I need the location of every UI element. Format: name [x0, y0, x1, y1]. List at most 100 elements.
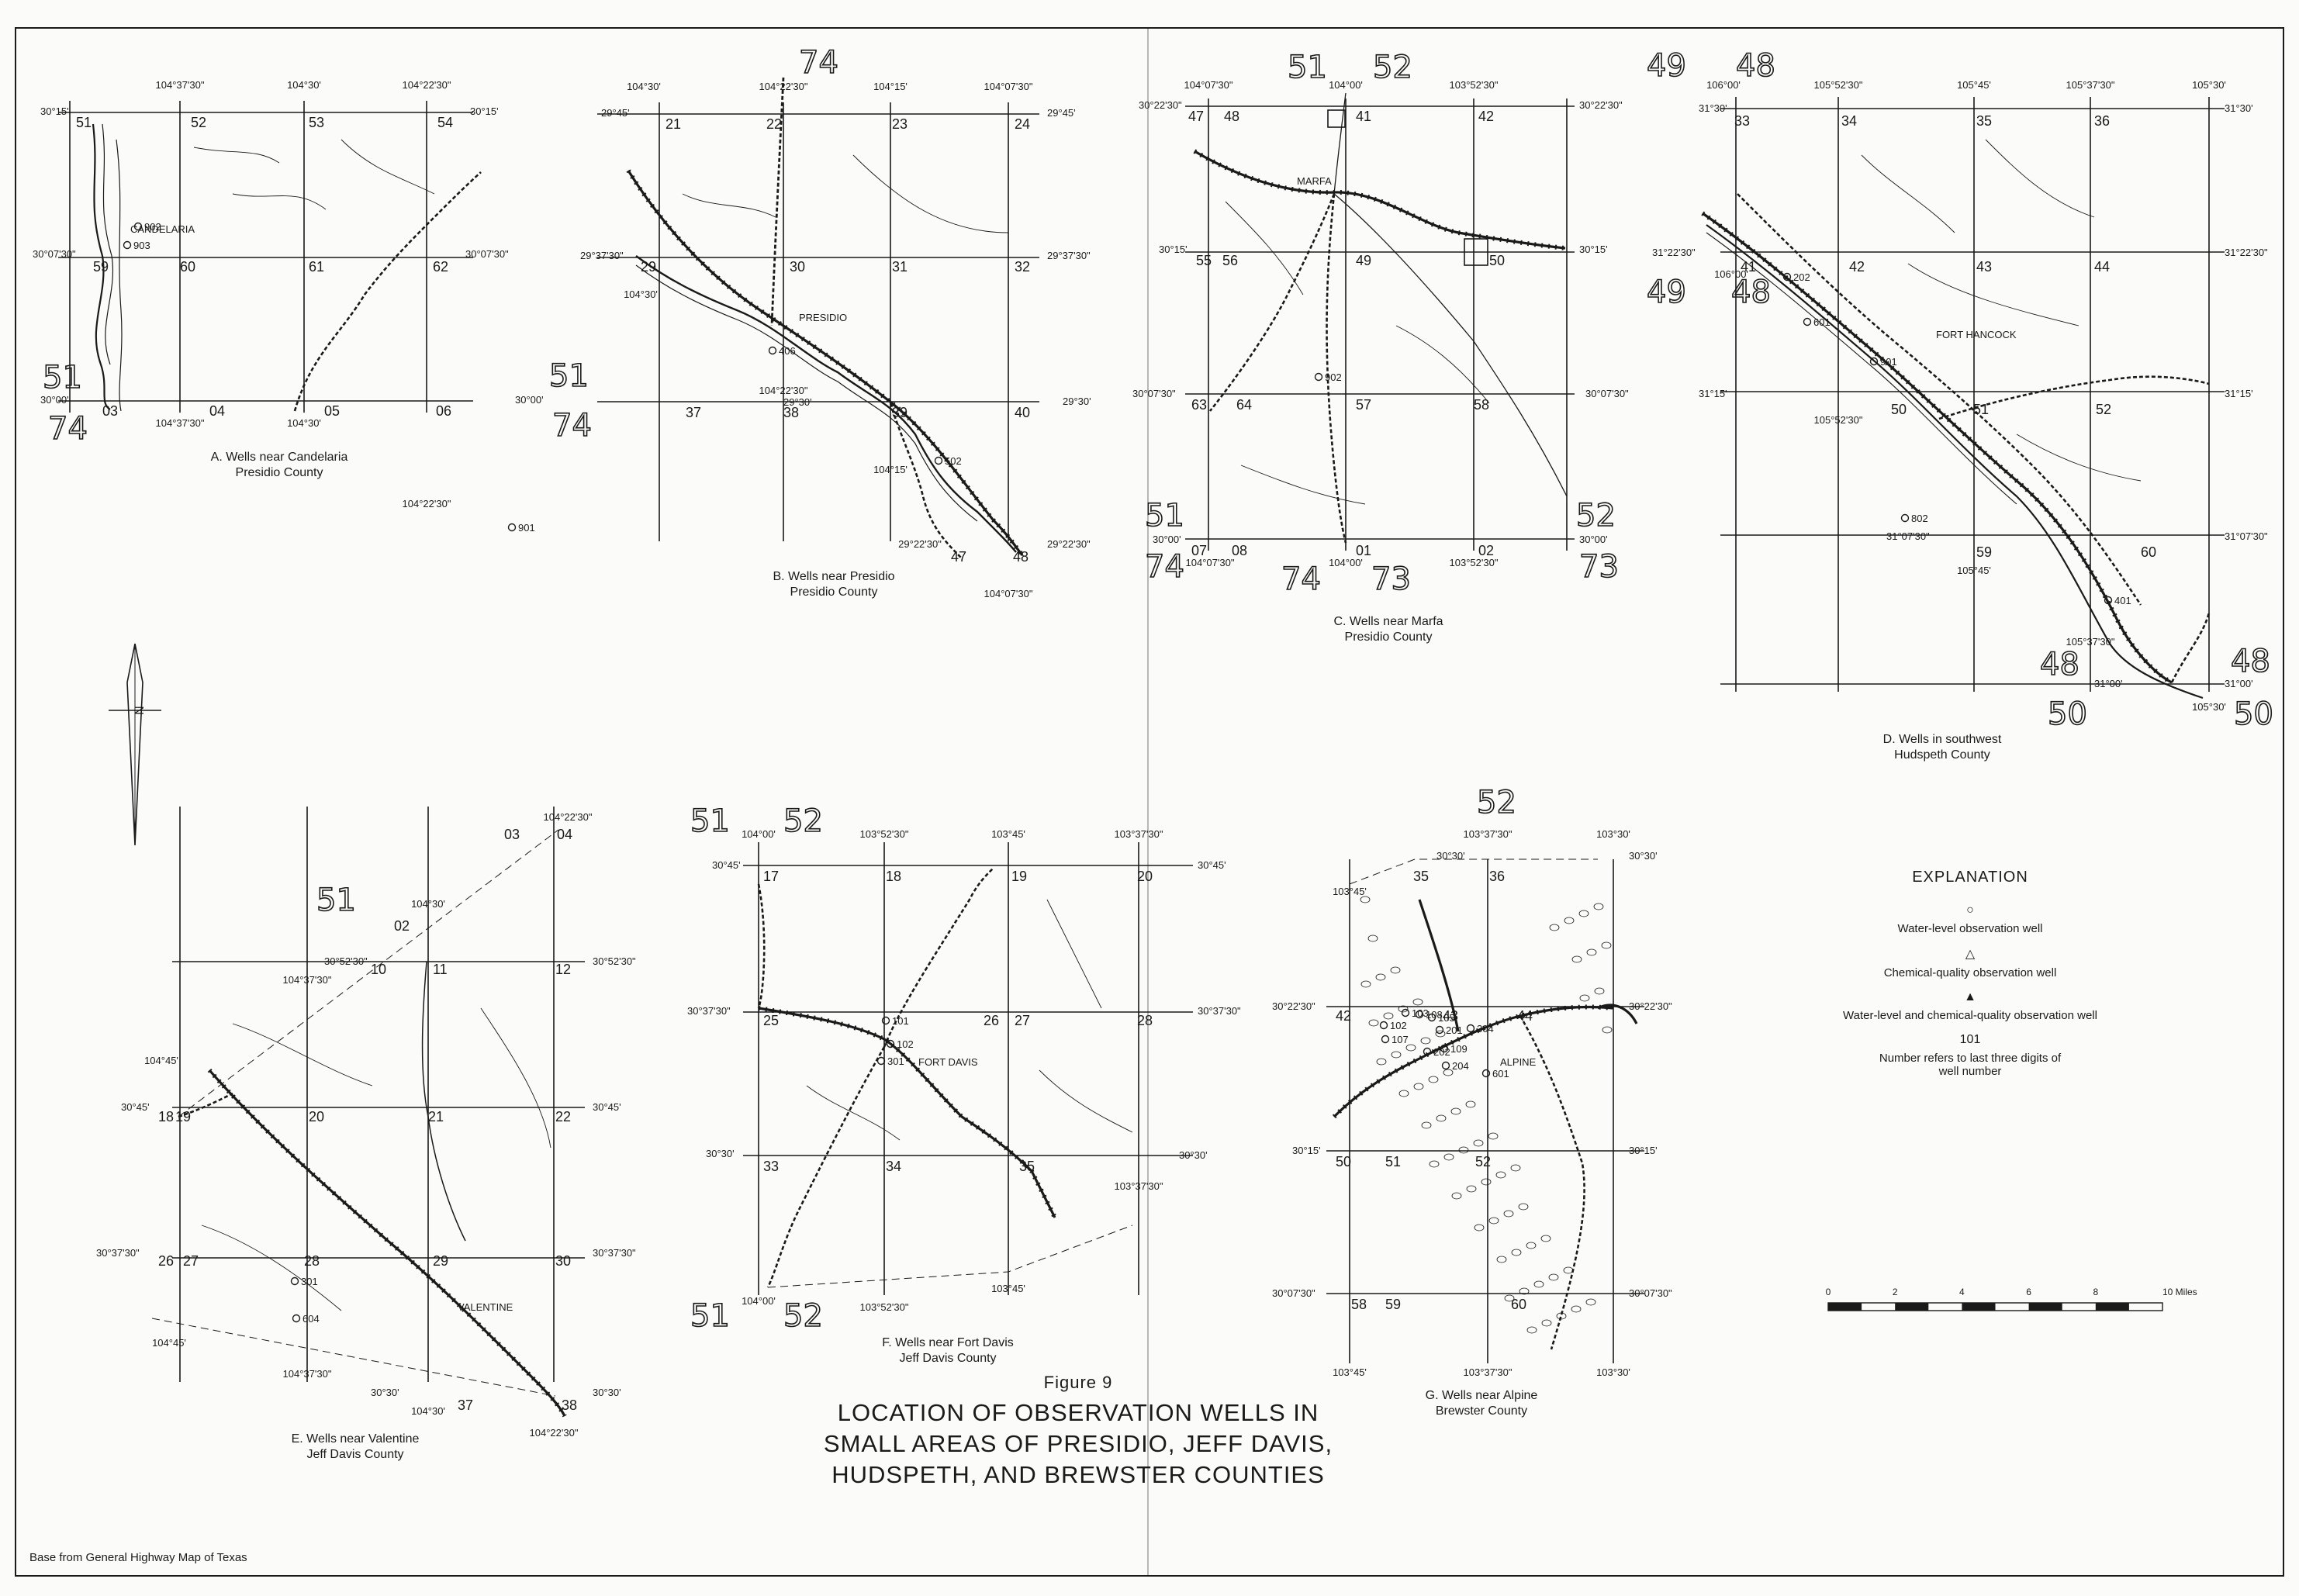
well-number: 204 [1452, 1060, 1469, 1072]
river-bank [1706, 232, 2017, 505]
terrain-contour [1398, 1090, 1409, 1097]
well-number: 604 [302, 1313, 320, 1325]
sheet-border [15, 27, 2284, 1577]
terrain-contour [1526, 1242, 1537, 1249]
quadrangle-number: 51 [1145, 498, 1184, 534]
coordinate-label: 103°52'30" [860, 1301, 909, 1313]
terrain-contour [1586, 948, 1597, 956]
terrain-contour [1474, 1224, 1485, 1232]
grid-cell-number: 08 [1232, 543, 1247, 558]
terrain-contour [1458, 1146, 1469, 1154]
road [1333, 92, 1347, 195]
grid-cell-number: 34 [886, 1159, 901, 1174]
scale-tick-label: 8 [2093, 1287, 2098, 1297]
quadrangle-number: 74 [552, 408, 592, 444]
well-symbol [123, 240, 132, 250]
coordinate-label: 103°45' [991, 828, 1025, 840]
coordinate-label: 30°30' [371, 1387, 399, 1398]
grid-cell-number: 50 [1336, 1154, 1351, 1169]
terrain-contour [1451, 1192, 1462, 1200]
coordinate-label: 103°30' [1596, 1366, 1630, 1378]
coordinate-label: 103°52'30" [1450, 79, 1499, 91]
grid-cell-number: 38 [783, 405, 799, 420]
scale-tick-label: 2 [1893, 1287, 1898, 1297]
well-number: 901 [518, 522, 535, 534]
grid-cell-number: 60 [1511, 1297, 1526, 1312]
coordinate-label: 104°07'30" [1184, 79, 1233, 91]
coordinate-label: 30°52'30" [324, 955, 368, 967]
grid-cell-number: 20 [1137, 869, 1153, 884]
highway [770, 77, 785, 326]
coordinate-label: 104°37'30" [156, 417, 205, 429]
coordinate-label: 31°30' [1699, 102, 1727, 114]
railroad-line [627, 170, 1024, 556]
well-number: 401 [2114, 595, 2131, 606]
grid-cell-number: 28 [1137, 1013, 1153, 1028]
coordinate-label: 29°30' [783, 396, 812, 408]
terrain-contour [1518, 1203, 1529, 1211]
well-number: 903 [133, 240, 150, 251]
well-number: 105 [1438, 1012, 1455, 1024]
panel-caption: Presidio County [1345, 630, 1433, 644]
title-line-1: LOCATION OF OBSERVATION WELLS IN [837, 1399, 1319, 1426]
legend-label-chemical-quality: Chemical-quality observation well [1883, 966, 2057, 979]
grid-cell-number: 04 [209, 403, 225, 419]
quadrangle-number: 73 [1579, 549, 1619, 585]
quadrangle-number: 74 [1145, 549, 1184, 585]
grid-cell-number: 28 [304, 1253, 320, 1269]
grid-cell-number: 26 [984, 1013, 999, 1028]
terrain-contour [1383, 1012, 1394, 1020]
terrain-contour [1391, 1051, 1402, 1059]
coordinate-label: 29°22'30" [898, 538, 942, 550]
scale-tick-label: 10 Miles [2162, 1287, 2197, 1297]
road [889, 402, 963, 559]
panel-caption: E. Wells near Valentine [292, 1432, 420, 1446]
coordinate-label: 29°45' [601, 107, 630, 119]
coordinate-label: 30°37'30" [687, 1005, 731, 1017]
grid-cell-number: 44 [2094, 259, 2110, 275]
area-boundary [1349, 858, 1598, 885]
coordinate-label: 103°30' [1596, 828, 1630, 840]
coordinate-label: 30°45' [593, 1101, 621, 1113]
grid-cell-number: 35 [1976, 113, 1992, 129]
grid-cell-number: 03 [102, 403, 118, 419]
grid-cell-number: 02 [1478, 543, 1494, 558]
coordinate-label: 104°45' [144, 1055, 178, 1066]
scale-tick-label: 0 [1826, 1287, 1831, 1297]
grid-cell-number: 51 [76, 115, 92, 130]
highway [178, 1092, 233, 1118]
coordinate-label: 30°15' [1159, 244, 1188, 255]
grid-cell-number: 49 [1356, 253, 1371, 268]
highway [757, 883, 766, 1009]
grid-cell-number: 59 [1385, 1297, 1401, 1312]
grid-cell-number: 60 [2141, 544, 2156, 560]
coordinate-label: 104°37'30" [283, 974, 332, 986]
quadrangle-number: 74 [1281, 561, 1321, 597]
terrain-contour [1504, 1294, 1515, 1302]
terrain-contour [1503, 1210, 1514, 1218]
coordinate-label: 30°45' [712, 859, 741, 871]
grid-cell-number: 27 [183, 1253, 199, 1269]
coordinate-label: 30°30' [1179, 1149, 1208, 1161]
coordinate-label: 103°37'30" [1464, 1366, 1512, 1378]
well-symbol [1900, 513, 1910, 523]
terrain-contour [1360, 896, 1371, 903]
coordinate-label: 30°15' [1579, 244, 1608, 255]
coordinate-label: 103°37'30" [1464, 828, 1512, 840]
coordinate-label: 30°22'30" [1579, 99, 1623, 111]
coordinate-label: 104°30' [627, 81, 661, 92]
well-number: 301 [887, 1055, 904, 1067]
quadrangle-number: 74 [799, 45, 838, 81]
well-symbol [876, 1056, 886, 1066]
well-number: 102 [1390, 1020, 1407, 1031]
coordinate-label: 31°30' [2225, 102, 2253, 114]
grid-cell-number: 41 [1741, 259, 1756, 275]
drainage [1861, 139, 2142, 482]
terrain-contour [1510, 1164, 1521, 1172]
rio-grande-river [1706, 224, 2204, 700]
terrain-contour [1533, 1280, 1544, 1288]
grid-cell-number: 52 [1475, 1154, 1491, 1169]
quadrangle-number: 49 [1647, 275, 1686, 310]
coordinate-label: 104°00' [742, 828, 776, 840]
